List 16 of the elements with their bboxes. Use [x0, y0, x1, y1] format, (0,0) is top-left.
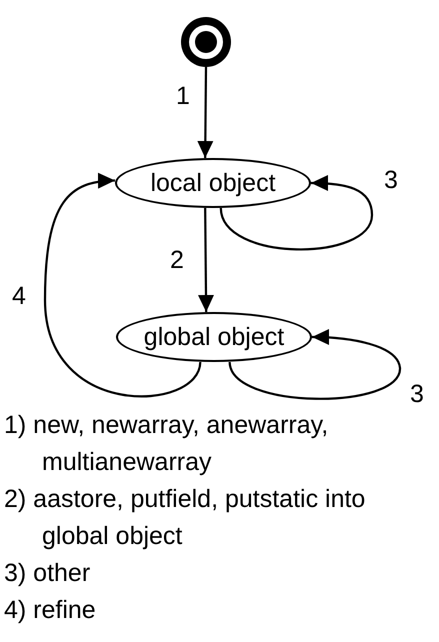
legend-note: 3) other: [4, 558, 92, 589]
legend-note: 1) new, newarray, anewarray, multianewarray: [4, 410, 330, 478]
arrow: [197, 66, 214, 158]
arrow: [198, 208, 214, 312]
state-label: global object: [144, 324, 284, 350]
arrow: [228, 329, 402, 400]
edge-label: 1: [176, 84, 190, 109]
edge-label: 3: [410, 382, 424, 407]
legend-note: 2) aastore, putfield, putstatic into global object: [4, 484, 366, 552]
legend-note: 4) refine: [4, 595, 97, 626]
edge-label: 4: [12, 284, 26, 309]
arrow: [220, 175, 374, 250]
edge-label: 3: [384, 168, 398, 193]
arrow: [44, 173, 202, 398]
state-label: local object: [150, 170, 276, 196]
edge-label: 2: [170, 248, 184, 273]
